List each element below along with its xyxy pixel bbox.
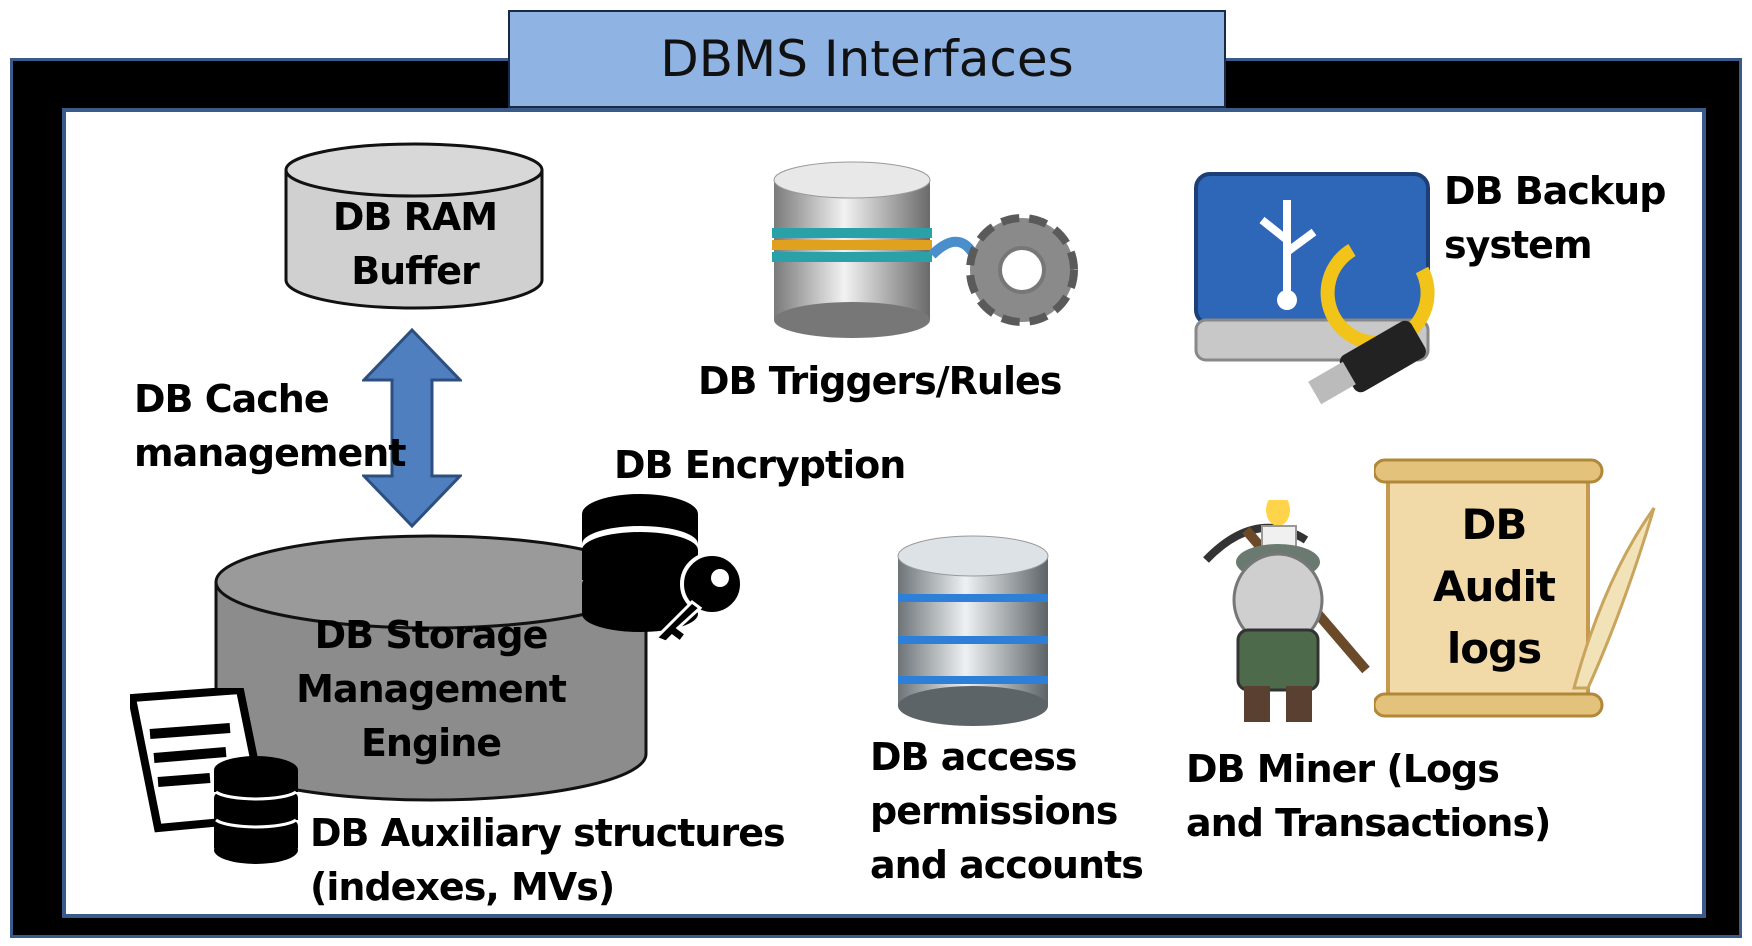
encryption-label: DB Encryption — [614, 443, 906, 487]
access-icon — [897, 535, 1049, 726]
triggers-label: DB Triggers/Rules — [698, 359, 1062, 403]
page-title: DBMS Interfaces — [660, 30, 1074, 88]
encryption-icon — [582, 494, 744, 644]
auxiliary-icon — [130, 688, 298, 864]
audit-scroll-icon — [1374, 458, 1656, 718]
backup-icon — [1194, 172, 1435, 405]
auxiliary-label: DB Auxiliary structures(indexes, MVs) — [310, 811, 786, 909]
ram-buffer-cylinder — [284, 142, 544, 310]
triggers-icon — [772, 161, 1078, 338]
cache-double-arrow — [362, 328, 462, 528]
miner-icon — [1203, 500, 1370, 722]
title-banner: DBMS Interfaces — [508, 10, 1226, 108]
